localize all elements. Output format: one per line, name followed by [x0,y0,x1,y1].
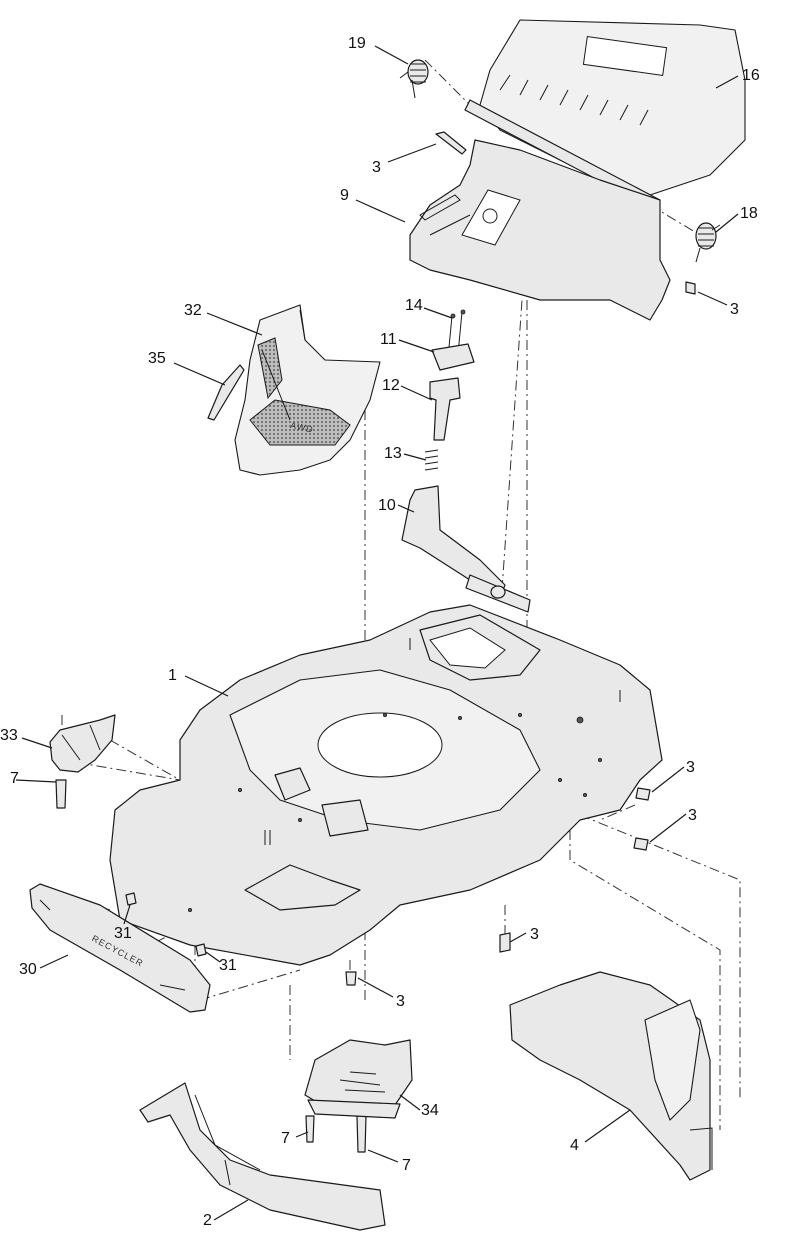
leader-lines [15,45,739,1221]
part-13-spring [424,449,439,471]
callout-7-a: 7 [10,770,19,787]
callout-7-b: 7 [281,1130,290,1147]
callout-3-b: 3 [730,301,739,318]
part-31-screws [125,892,207,957]
callout-3-a: 3 [372,159,381,176]
part-3-bolts-lower [345,787,651,986]
callout-4: 4 [570,1137,579,1154]
part-2-rear-skid [139,1082,386,1231]
cover-logo: AWD [289,420,314,435]
callout-34: 34 [421,1102,439,1119]
callout-19: 19 [348,35,366,52]
callout-14: 14 [405,297,423,314]
callout-11: 11 [380,331,397,348]
callout-7-c: 7 [402,1157,411,1174]
deck-vent-1 [274,767,311,801]
cover-top-vent [249,399,351,446]
callout-18: 18 [740,205,758,222]
part-12-bracket [429,377,461,441]
part-7-bolts [55,779,367,1153]
part-16-flap [464,19,746,211]
part-3-bolt-upper [435,131,696,295]
deck-vent-3 [244,864,361,911]
part-33-side-bracket [49,714,116,773]
part-35-cover-clip [207,364,245,421]
callout-12: 12 [382,377,400,394]
callout-33: 33 [0,727,18,744]
callout-35: 35 [148,350,166,367]
flap-label-area [582,36,668,76]
callout-10: 10 [378,497,396,514]
callout-3-c: 3 [686,759,695,776]
part-19-spring [399,59,429,99]
part-1-deck [109,604,663,966]
part-18-spring [695,222,721,263]
callout-1: 1 [168,667,177,684]
callout-3-f: 3 [396,993,405,1010]
decal-area [461,189,521,246]
callout-13: 13 [384,445,402,462]
callout-31-a: 31 [114,925,132,942]
callout-31-b: 31 [219,957,237,974]
callout-labels: 19 16 3 9 18 3 14 32 11 35 12 13 10 1 33… [0,35,760,1229]
part-4-discharge-chute [509,971,713,1181]
callout-30: 30 [19,961,37,978]
callout-16: 16 [742,67,760,84]
callout-3-e: 3 [530,926,539,943]
callout-32: 32 [184,302,202,319]
callout-3-d: 3 [688,807,697,824]
callout-2: 2 [203,1212,212,1229]
part-10-lever-rod [401,485,531,613]
part-34-rear-bracket [304,1039,413,1119]
deck-hole [317,712,443,778]
deck-vent-2 [321,799,369,837]
part-11-knob [431,343,475,371]
part-32-awd-cover: AWD [234,304,381,476]
part-9-rear-housing [409,139,671,321]
cover-side-vent [257,337,283,400]
callout-9: 9 [340,187,349,204]
